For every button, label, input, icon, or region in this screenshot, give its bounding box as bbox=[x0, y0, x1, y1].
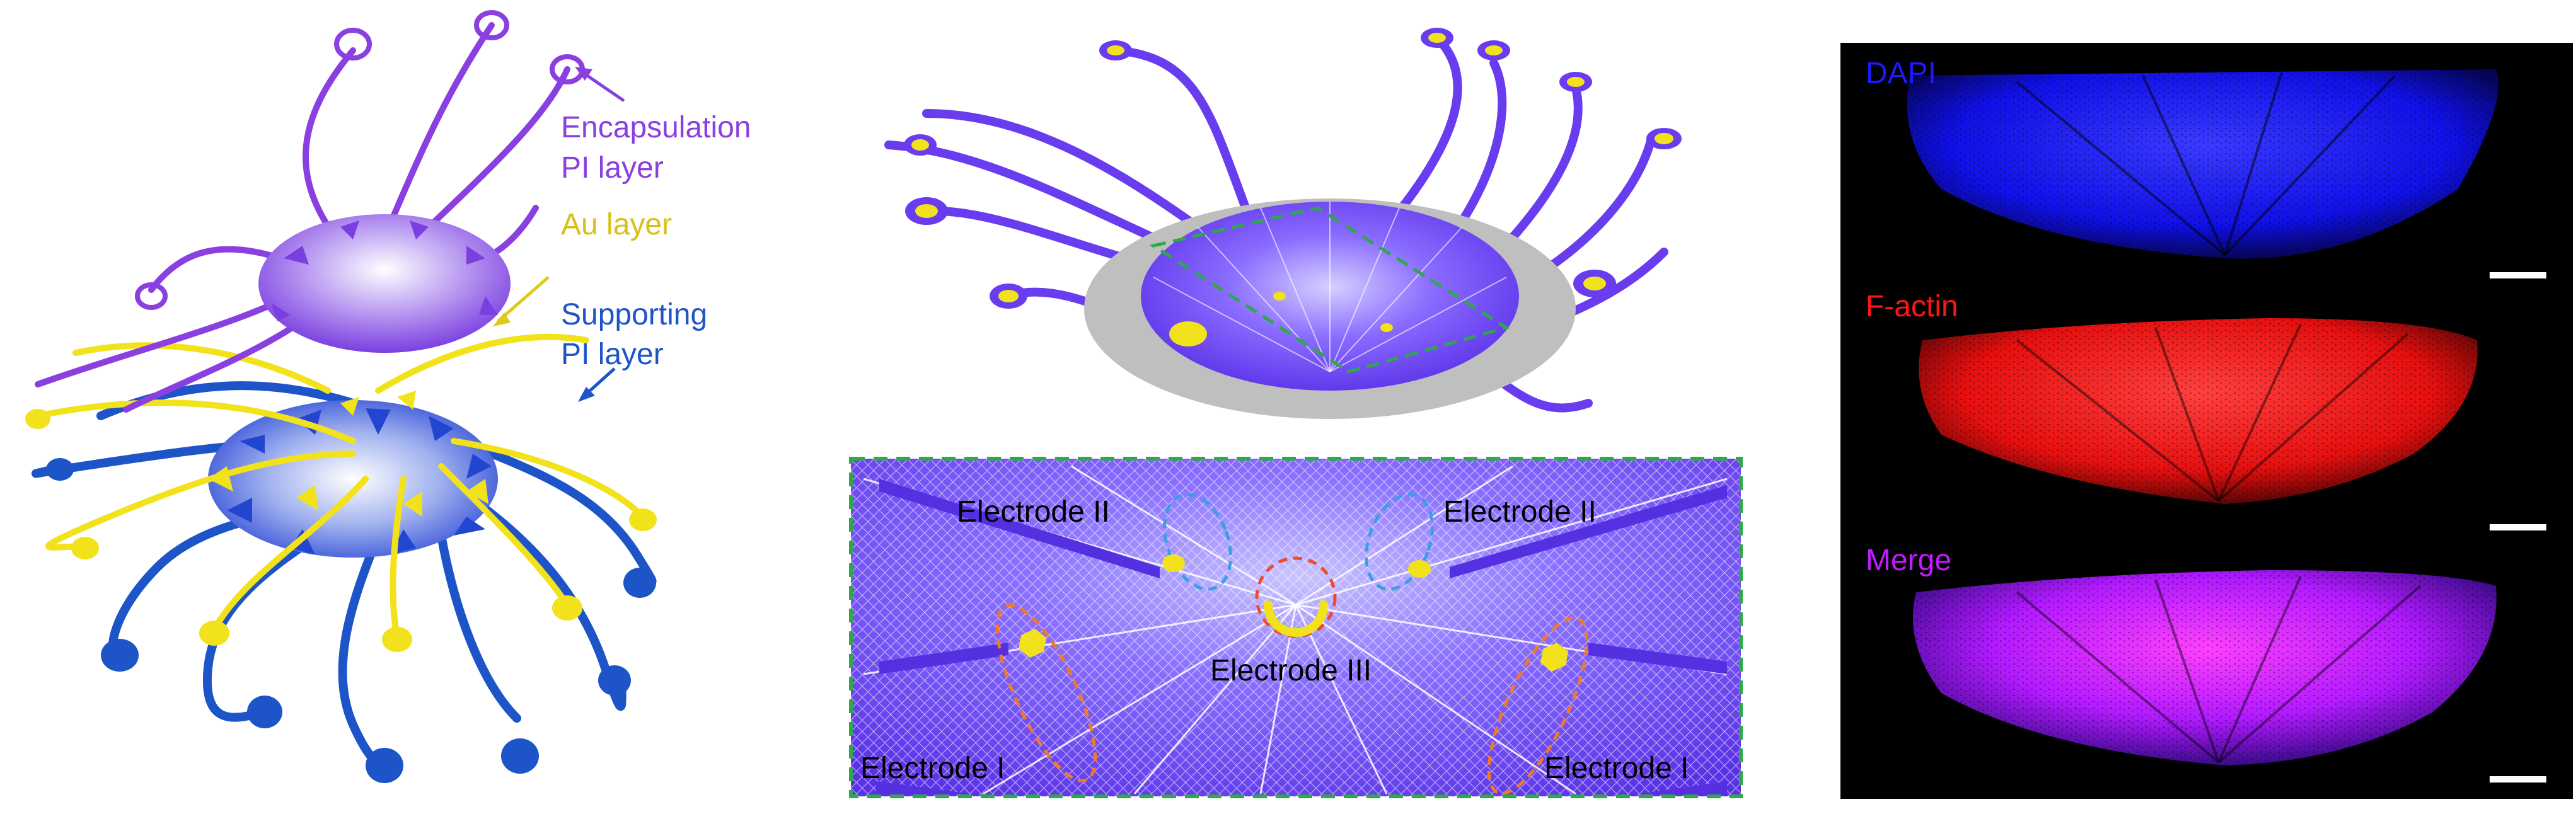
electrode-ii-right-outline bbox=[1365, 493, 1434, 591]
merge-image bbox=[1913, 570, 2497, 765]
panel-b-assembled-device bbox=[884, 28, 1682, 419]
panel-b-zoom-inset: Electrode II Electrode II Electrode III … bbox=[849, 457, 1743, 798]
encapsulation-disc-rim bbox=[271, 221, 498, 321]
electrode-i-left-label: Electrode I bbox=[860, 752, 1005, 785]
electrode-ii-right-label: Electrode II bbox=[1443, 495, 1597, 529]
supporting-pads bbox=[46, 458, 656, 783]
panel-c-fluorescence: DAPI F-actin Merge bbox=[1840, 43, 2573, 799]
electrode-ii-right-pad bbox=[1408, 560, 1431, 578]
dapi-label: DAPI bbox=[1866, 57, 1936, 90]
encapsulation-disc bbox=[258, 214, 511, 353]
leader-arrows bbox=[493, 67, 625, 402]
electrode-i-left-outline bbox=[995, 604, 1097, 782]
encapsulation-pi-layer bbox=[35, 22, 570, 413]
dapi-scale-bar bbox=[2490, 272, 2546, 278]
device-bowl-spokes bbox=[1153, 202, 1507, 372]
au-layer-label: Au layer bbox=[561, 208, 672, 241]
electrode-i-right-label: Electrode I bbox=[1544, 752, 1689, 785]
panel-a-exploded-view: Encapsulation PI layer Au layer Supporti… bbox=[25, 10, 751, 783]
electrode-ii-left-label: Electrode II bbox=[957, 495, 1110, 529]
encapsulation-label-line1: Encapsulation bbox=[561, 111, 751, 144]
electrode-ii-left-pad bbox=[1162, 554, 1185, 572]
electrode-iii-label: Electrode III bbox=[1210, 654, 1372, 687]
device-zoom-region bbox=[1149, 206, 1511, 374]
factin-scale-bar bbox=[2490, 524, 2546, 530]
encapsulation-label-line2: PI layer bbox=[561, 151, 664, 185]
electrode-iii-pad bbox=[1264, 600, 1328, 637]
supporting-disc bbox=[208, 400, 498, 558]
supporting-label-line2: PI layer bbox=[561, 338, 664, 371]
device-pads bbox=[904, 28, 1682, 309]
merge-label: Merge bbox=[1866, 544, 1951, 577]
factin-image bbox=[1919, 318, 2478, 504]
electrode-i-right-pad bbox=[1540, 643, 1568, 672]
device-electrode-dots bbox=[1169, 292, 1393, 347]
au-layer bbox=[35, 333, 646, 639]
factin-label: F-actin bbox=[1866, 290, 1958, 323]
encapsulation-rings bbox=[135, 10, 585, 310]
electrode-i-right-outline bbox=[1487, 616, 1589, 795]
supporting-label-line1: Supporting bbox=[561, 298, 707, 331]
zoom-traces bbox=[876, 479, 1727, 796]
au-pads bbox=[25, 391, 657, 652]
electrode-i-left-pad bbox=[1019, 629, 1046, 658]
merge-scale-bar bbox=[2490, 776, 2546, 782]
zoom-inset-border bbox=[849, 457, 1743, 798]
dapi-image bbox=[1907, 69, 2498, 259]
